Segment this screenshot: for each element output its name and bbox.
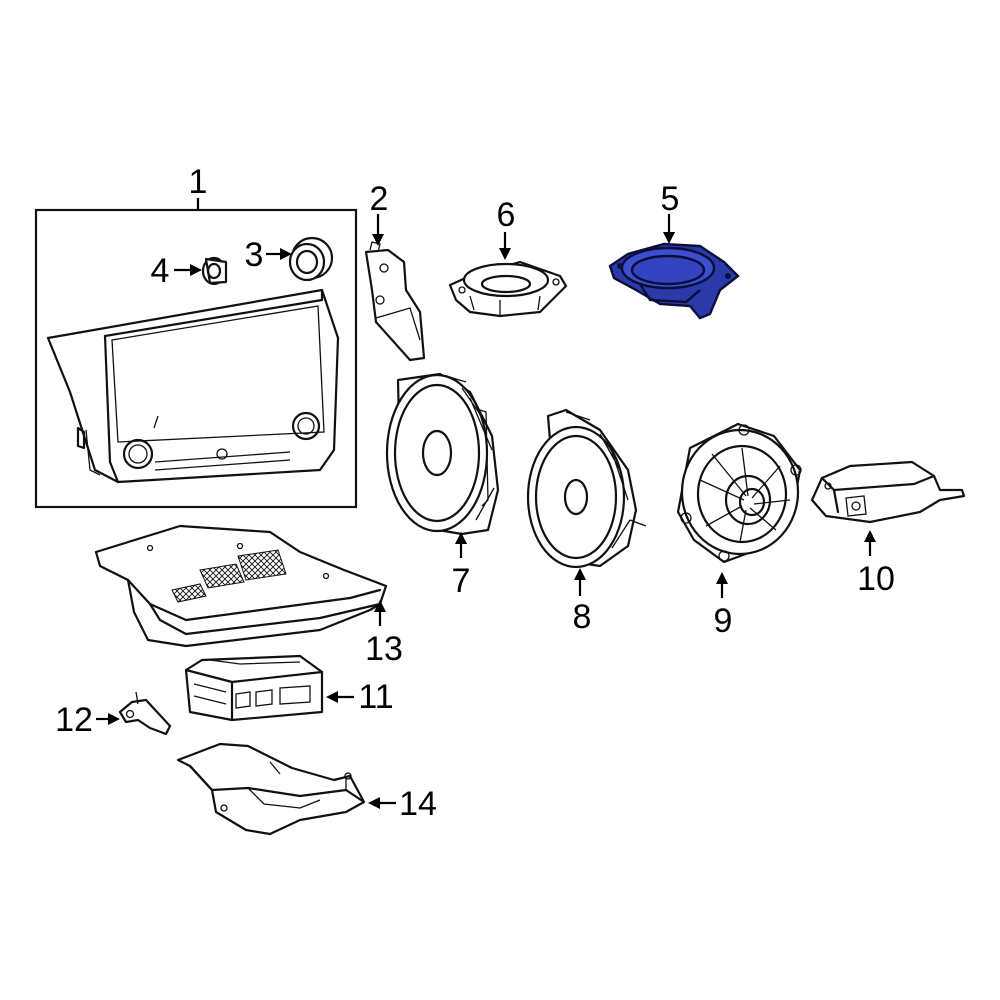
callout-label-7: 7 (452, 562, 471, 600)
part-5-tweeter-highlighted[interactable] (608, 242, 740, 320)
callout-label-4: 4 (151, 252, 170, 290)
callout-label-5: 5 (661, 180, 680, 218)
callout-9: 9 (714, 572, 733, 640)
part-11-control-unit[interactable] (184, 654, 324, 722)
callout-14: 14 (368, 785, 437, 823)
callout-13: 13 (365, 600, 403, 668)
callout-label-2: 2 (370, 180, 389, 218)
callout-label-14: 14 (399, 785, 437, 823)
callout-label-12: 12 (55, 701, 93, 739)
callout-label-13: 13 (365, 630, 403, 668)
callout-label-3: 3 (245, 236, 264, 274)
callout-3: 3 (245, 236, 292, 274)
callout-label-10: 10 (857, 560, 895, 598)
callout-label-9: 9 (714, 602, 733, 640)
part-2-bracket[interactable] (364, 241, 426, 362)
callout-11: 11 (326, 678, 394, 716)
part-3-knob-ring[interactable] (288, 236, 334, 282)
callout-10: 10 (857, 530, 895, 598)
part-12-small-bracket[interactable] (118, 691, 172, 736)
callout-8: 8 (573, 568, 592, 636)
part-6-tweeter[interactable] (448, 260, 568, 318)
part-7-speaker[interactable] (385, 372, 500, 536)
callout-5: 5 (661, 180, 680, 244)
callout-6: 6 (497, 196, 516, 260)
part-4-knob[interactable] (201, 256, 228, 286)
part-14-lower-bracket[interactable] (176, 742, 366, 836)
part-9-speaker[interactable] (676, 422, 802, 564)
callout-1: 1 (189, 163, 208, 210)
part-8-speaker[interactable] (526, 408, 647, 569)
callout-label-6: 6 (497, 196, 516, 234)
callout-7: 7 (452, 532, 471, 600)
callout-12: 12 (55, 701, 120, 739)
part-10-module[interactable] (810, 460, 966, 524)
part-13-tray-cover[interactable] (94, 524, 388, 648)
callout-4: 4 (151, 252, 202, 290)
callout-2: 2 (370, 180, 389, 246)
callout-label-1: 1 (189, 163, 208, 201)
part-1-display-assembly[interactable] (34, 208, 358, 509)
callout-label-11: 11 (358, 678, 393, 716)
callout-label-8: 8 (573, 598, 592, 636)
